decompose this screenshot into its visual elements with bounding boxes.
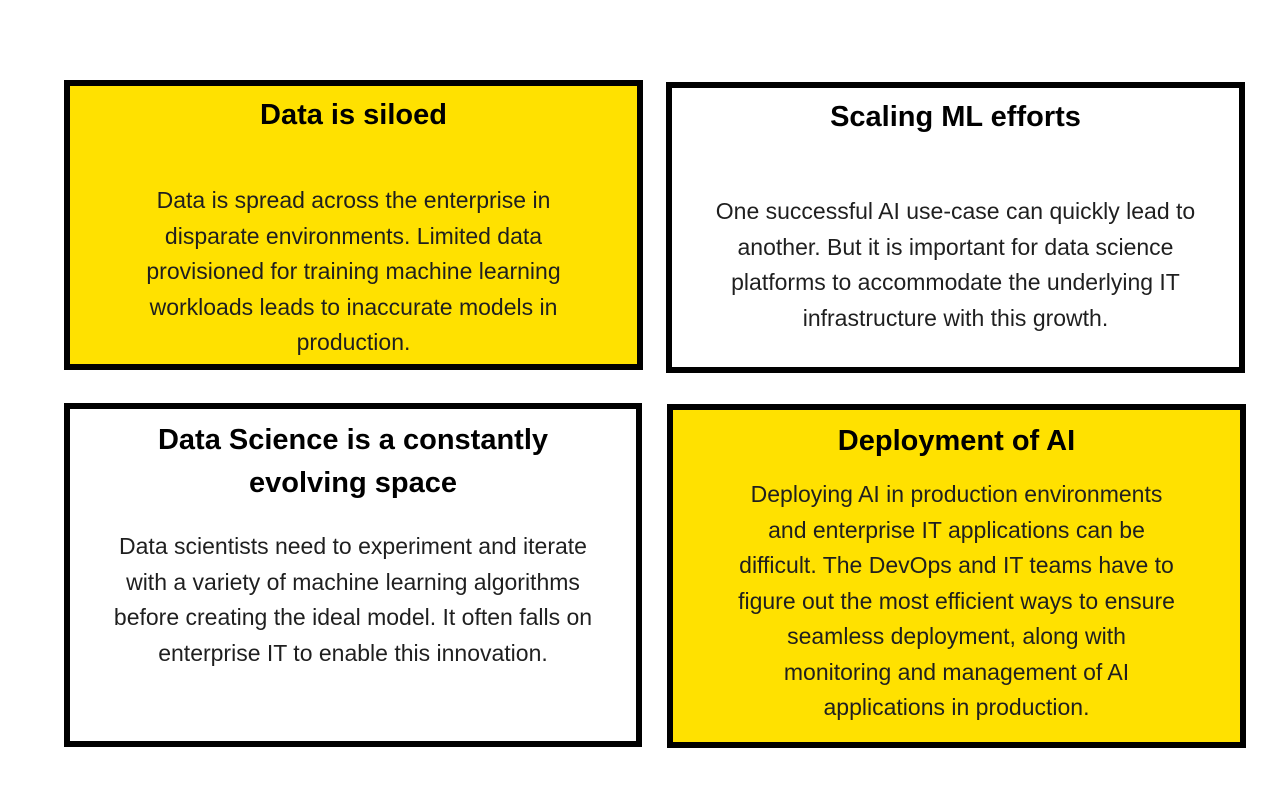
card-data-is-siloed: Data is siloed Data is spread across the… bbox=[64, 80, 643, 370]
card-scaling-ml-efforts: Scaling ML efforts One successful AI use… bbox=[666, 82, 1245, 373]
card-body: Data scientists need to experiment and i… bbox=[113, 533, 593, 666]
card-body: One successful AI use-case can quickly l… bbox=[715, 198, 1196, 331]
card-title: Scaling ML efforts bbox=[830, 101, 1081, 133]
card-title: Deployment of AI bbox=[837, 425, 1076, 457]
card-title: Data is siloed bbox=[260, 99, 447, 131]
card-deployment-of-ai: Deployment of AI Deploying AI in product… bbox=[667, 404, 1246, 748]
